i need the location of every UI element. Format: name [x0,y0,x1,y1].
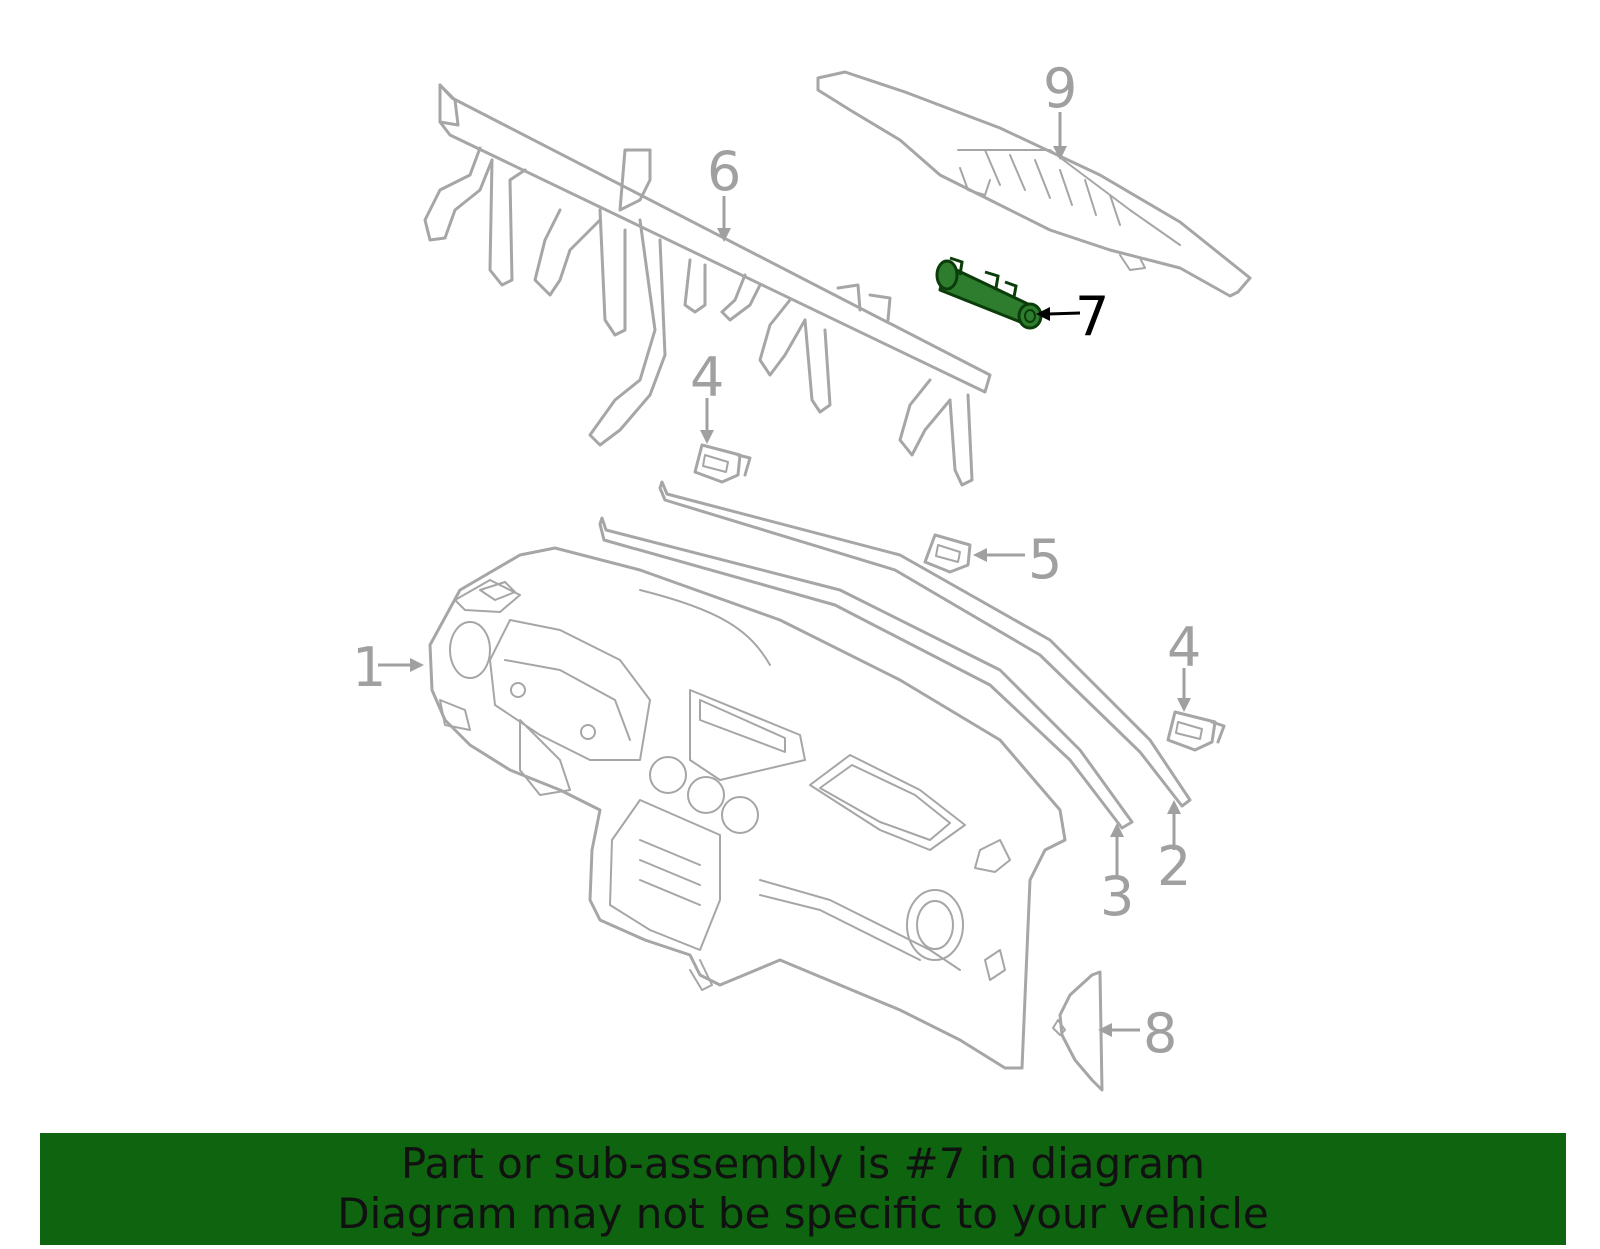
part-4-clip-lower [1166,710,1226,752]
callout-8-label: 8 [1143,1002,1177,1065]
callout-4-upper: 4 [690,346,724,444]
banner-line-disclaimer: Diagram may not be specific to your vehi… [337,1189,1269,1238]
callout-4-upper-label: 4 [690,346,724,409]
callout-9: 9 [1043,57,1077,160]
callout-9-label: 9 [1043,57,1077,120]
part-7-highlighted [935,256,1043,330]
callout-3: 3 [1100,823,1134,928]
callout-2: 2 [1157,800,1191,898]
callout-4-lower-label: 4 [1167,616,1201,679]
callout-3-label: 3 [1100,865,1134,928]
callout-7-label: 7 [1075,285,1109,348]
part-4-clip-upper [693,443,752,484]
part-3-molding [598,516,1134,830]
part-1-instrument-panel [428,546,1067,1070]
callout-5-label: 5 [1028,528,1062,591]
callout-2-label: 2 [1157,835,1191,898]
part-6-cross-beam [423,83,992,487]
part-2-molding [658,480,1192,808]
callout-6-label: 6 [707,140,741,203]
callout-5: 5 [973,528,1062,591]
callout-8: 8 [1098,1002,1177,1065]
callout-7: 7 [1036,285,1109,348]
callout-1: 1 [352,636,424,699]
banner-line-part: Part or sub-assembly is #7 in diagram [400,1139,1206,1188]
part-8-end-cap [1052,970,1104,1092]
info-banner: Part or sub-assembly is #7 in diagram Di… [40,1133,1566,1245]
part-5-clip [923,533,972,574]
part-9-top-panel [816,70,1252,298]
callout-6: 6 [707,140,741,242]
callout-4-lower: 4 [1167,616,1201,712]
callout-1-label: 1 [352,636,386,699]
